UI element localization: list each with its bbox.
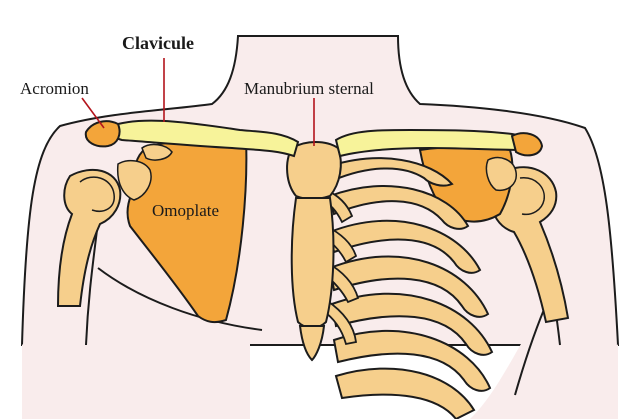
right-humerus-head	[519, 177, 545, 216]
right-glenoid	[485, 156, 517, 192]
left-armpit-line	[97, 267, 263, 331]
acromion-label: Acromion	[20, 79, 89, 98]
left-glenoid	[116, 159, 152, 201]
rib-4	[328, 255, 490, 318]
lower-torso	[22, 280, 618, 419]
sternum-body	[290, 197, 335, 329]
left-clavicle	[111, 119, 300, 158]
rib-5	[330, 292, 494, 356]
rib-3	[328, 219, 482, 274]
rib-cage	[328, 157, 494, 419]
manubrium	[286, 141, 342, 200]
manubrium-label: Manubrium sternal	[244, 79, 374, 98]
left-humerus	[56, 168, 122, 307]
xiphoid-process	[298, 325, 326, 362]
clavicule-label: Clavicule	[122, 33, 194, 53]
rib-6	[332, 329, 492, 392]
omoplate-label: Omoplate	[152, 201, 219, 220]
left-coracoid	[141, 143, 173, 161]
left-humerus-head	[79, 176, 115, 212]
rib-7	[334, 367, 476, 419]
acromion-leader-line	[81, 97, 105, 129]
rib-1	[328, 157, 454, 187]
right-acromion	[510, 132, 544, 157]
rib-2	[328, 184, 470, 230]
left-arm-outline	[85, 221, 99, 346]
